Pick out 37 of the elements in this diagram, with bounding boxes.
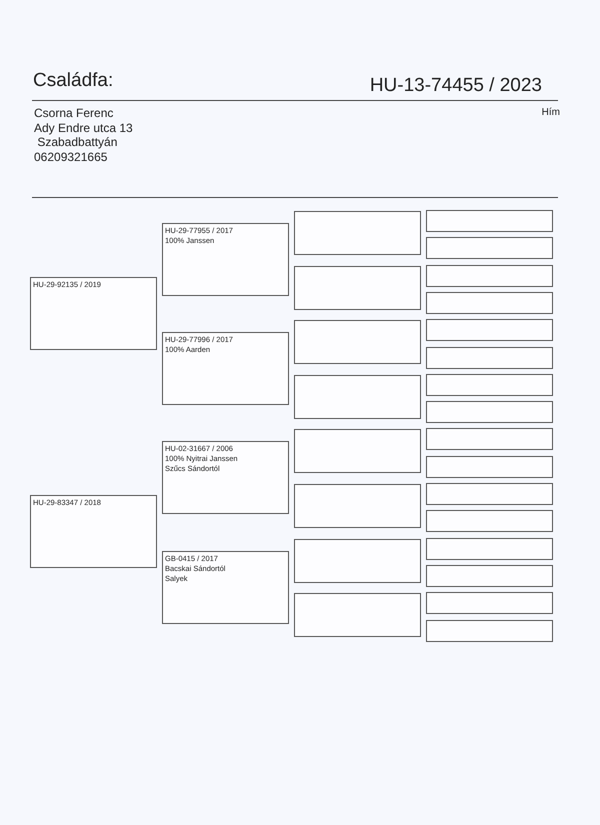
empty-pedigree-box (426, 538, 553, 560)
empty-pedigree-box (426, 483, 553, 505)
empty-pedigree-box (294, 484, 421, 528)
empty-pedigree-box (426, 264, 553, 287)
empty-pedigree-box (426, 292, 553, 314)
empty-pedigree-box (294, 538, 421, 583)
empty-pedigree-box (426, 319, 553, 342)
empty-pedigree-box (426, 374, 553, 396)
empty-pedigree-box (426, 592, 553, 614)
title: Családfa: (33, 70, 114, 92)
pedigree-box (162, 332, 289, 405)
sex-label: Hím (542, 107, 560, 118)
empty-pedigree-box (294, 266, 421, 310)
empty-pedigree-box (426, 210, 553, 232)
owner-info-line: Szabadbattyán (36, 135, 118, 149)
empty-pedigree-box (426, 346, 553, 368)
owner-info-line: Csorna Ferenc (34, 106, 114, 120)
empty-pedigree-box (426, 564, 553, 587)
empty-pedigree-box (294, 429, 421, 474)
empty-pedigree-box (426, 510, 553, 532)
pedigree-box (162, 551, 289, 624)
empty-pedigree-box (294, 374, 421, 419)
empty-pedigree-box (426, 428, 553, 450)
pedigree-box (162, 223, 289, 296)
owner-info-line: 06209321665 (34, 150, 108, 164)
empty-pedigree-box (426, 237, 553, 260)
empty-pedigree-box (426, 620, 553, 642)
empty-pedigree-box (294, 593, 421, 638)
ring-number: HU-13-74455 / 2023 (370, 75, 542, 97)
empty-pedigree-box (426, 401, 553, 424)
owner-info-line: Ady Endre utca 13 (34, 120, 133, 134)
empty-pedigree-box (294, 320, 421, 364)
pedigree-box (30, 277, 157, 350)
empty-pedigree-box (294, 211, 421, 255)
pedigree-box (30, 495, 157, 568)
empty-pedigree-box (426, 456, 553, 478)
pedigree-box (162, 441, 289, 514)
